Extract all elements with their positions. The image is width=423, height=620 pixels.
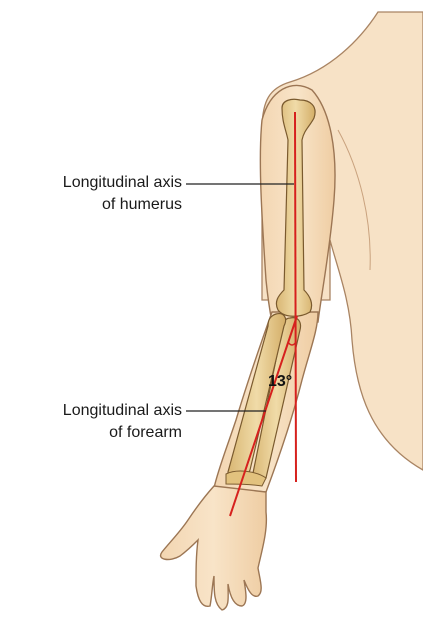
humerus-axis-line [295, 112, 296, 482]
forearm-axis-label-line2: of forearm [10, 422, 182, 444]
humerus-axis-label-line2: of humerus [10, 194, 182, 216]
humerus-axis-label: Longitudinal axis of humerus [10, 172, 182, 216]
carrying-angle-label: 13° [268, 373, 292, 391]
forearm-axis-label: Longitudinal axis of forearm [10, 400, 182, 444]
humerus-axis-label-line1: Longitudinal axis [10, 172, 182, 194]
hand-shape [161, 486, 267, 610]
forearm-axis-label-line1: Longitudinal axis [10, 400, 182, 422]
